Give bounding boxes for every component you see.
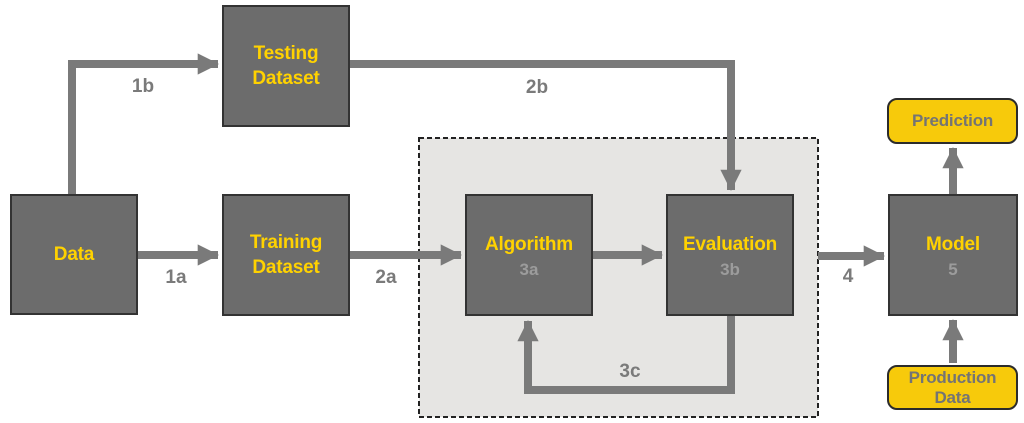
node-training-dataset: Training Dataset bbox=[222, 194, 350, 316]
node-evaluation-step: 3b bbox=[720, 259, 740, 279]
node-production-data: Production Data bbox=[887, 365, 1018, 410]
node-data-label: Data bbox=[53, 244, 95, 265]
edge-label-1a: 1a bbox=[165, 267, 187, 288]
node-testing-dataset-label-line1: Testing bbox=[253, 43, 319, 64]
node-evaluation: Evaluation 3b bbox=[666, 194, 794, 316]
node-testing-dataset: Testing Dataset bbox=[222, 5, 350, 127]
edge-label-2b: 2b bbox=[525, 77, 549, 98]
edge-label-4: 4 bbox=[842, 266, 854, 287]
edge-label-3c: 3c bbox=[619, 361, 641, 382]
node-evaluation-label: Evaluation bbox=[682, 233, 778, 255]
node-production-data-label-line2: Data bbox=[934, 387, 971, 407]
arrow-3c-evaluation-to-algorithm-loop bbox=[517, 314, 735, 394]
node-testing-dataset-label-line2: Dataset bbox=[252, 68, 320, 89]
edge-label-1b: 1b bbox=[131, 76, 155, 97]
node-algorithm-step: 3a bbox=[519, 259, 539, 279]
node-model-label: Model bbox=[926, 233, 980, 255]
edge-label-2a: 2a bbox=[375, 267, 397, 288]
node-production-data-label-line1: Production bbox=[908, 367, 997, 387]
node-training-dataset-label-line1: Training bbox=[249, 232, 323, 253]
node-model-step: 5 bbox=[948, 259, 958, 279]
arrow-2b-testing-to-evaluation bbox=[348, 60, 742, 191]
node-prediction: Prediction bbox=[887, 98, 1018, 144]
node-algorithm: Algorithm 3a bbox=[465, 194, 593, 316]
arrow-1b-data-to-testing bbox=[68, 53, 219, 200]
node-data: Data bbox=[10, 194, 138, 315]
node-training-dataset-label-line2: Dataset bbox=[252, 257, 320, 278]
node-algorithm-label: Algorithm bbox=[485, 233, 573, 255]
node-prediction-label: Prediction bbox=[911, 111, 994, 130]
node-model: Model 5 bbox=[888, 194, 1018, 316]
